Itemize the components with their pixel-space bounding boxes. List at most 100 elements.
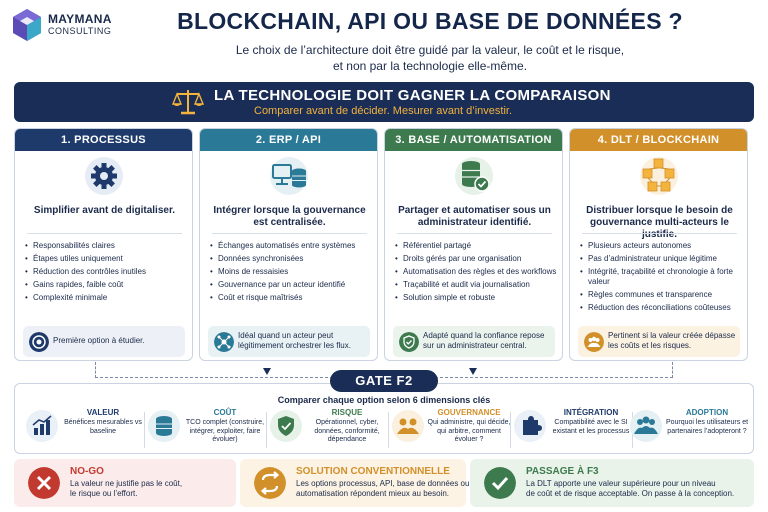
card-lead: Simplifier avant de digitaliser. <box>33 205 176 216</box>
card-list: Échanges automatisés entre systèmes Donn… <box>210 241 375 306</box>
principle-banner: LA TECHNOLOGIE DOIT GAGNER LA COMPARAISO… <box>14 82 754 122</box>
arrow-down-icon <box>263 368 271 375</box>
card-note: Pertinent si la valeur créée dépasse les… <box>578 326 740 357</box>
dimension-cout: COÛT TCO complet (construire, intégrer, … <box>146 408 268 452</box>
note-text: Adapté quand la confiance repose sur un … <box>423 331 545 350</box>
card-header: 2. ERP / API <box>200 129 377 151</box>
banner-title: LA TECHNOLOGIE DOIT GAGNER LA COMPARAISO… <box>214 87 611 104</box>
list-item: Complexité minimale <box>25 293 190 303</box>
list-item: Plusieurs acteurs autonomes <box>580 241 745 251</box>
card-note: Idéal quand un acteur peut légitimement … <box>208 326 370 357</box>
list-item: Étapes utiles uniquement <box>25 254 190 264</box>
dimension-text: Bénéfices mesurables vs baseline <box>64 419 142 435</box>
dimension-risque: RISQUE Opérationnel, cyber, données, con… <box>268 408 390 452</box>
dimension-text: Compatibilité avec le SI existant et les… <box>552 419 630 435</box>
database-icon <box>455 157 493 195</box>
list-item: Solution simple et robuste <box>395 293 560 303</box>
card-base-automatisation: 3. BASE / AUTOMATISATION Partager et aut… <box>384 128 563 361</box>
network-icon <box>214 332 234 352</box>
dimension-separator <box>266 412 267 448</box>
decision-title: SOLUTION CONVENTIONNELLE <box>296 466 450 477</box>
list-item: Intégrité, traçabilité et chronologie à … <box>580 267 745 287</box>
decision-text: La valeur ne justifie pas le coût, le ri… <box>70 479 182 499</box>
card-lead: Distribuer lorsque le besoin de gouverna… <box>586 205 733 240</box>
dimension-integration: INTÉGRATION Compatibilité avec le SI exi… <box>512 408 634 452</box>
dimension-adoption: ADOPTION Pourquoi les utilisateurs et pa… <box>628 408 750 452</box>
server-icon <box>270 157 308 195</box>
arrow-down-icon <box>469 368 477 375</box>
dimension-title: INTÉGRATION <box>563 408 619 417</box>
card-divider <box>27 233 182 234</box>
dimension-title: GOUVERNANCE <box>437 408 501 417</box>
note-text: Idéal quand un acteur peut légitimement … <box>238 331 351 350</box>
dimension-text: Pourquoi les utilisateurs et partenaires… <box>665 419 749 435</box>
decision-passage-f3: PASSAGE À F3 La DLT apporte une valeur s… <box>470 459 754 507</box>
check-icon <box>484 467 516 499</box>
decision-no-go: NO-GO La valeur ne justifie pas le coût,… <box>14 459 236 507</box>
decision-text: La DLT apporte une valeur supérieure pou… <box>526 479 734 499</box>
dimension-gouvernance: GOUVERNANCE Qui administre, qui décide, … <box>390 408 512 452</box>
list-item: Pas d’administrateur unique légitime <box>580 254 745 264</box>
list-item: Réduction des réconciliations coûteuses <box>580 303 745 313</box>
list-item: Droits gérés par une organisation <box>395 254 560 264</box>
page-subtitle: Le choix de l’architecture doit être gui… <box>130 42 730 74</box>
banner-subtitle: Comparer avant de décider. Mesurer avant… <box>254 105 513 117</box>
dimension-separator <box>510 412 511 448</box>
list-item: Référentiel partagé <box>395 241 560 251</box>
brand-logo: MAYMANA CONSULTING <box>10 6 130 46</box>
card-header: 4. DLT / BLOCKCHAIN <box>570 129 747 151</box>
card-list: Responsabilités claires Étapes utiles un… <box>25 241 190 306</box>
card-erp-api: 2. ERP / API Intégrer lorsque la gouvern… <box>199 128 378 361</box>
dimension-separator <box>144 412 145 448</box>
note-text: Pertinent si la valeur créée dépasse les… <box>608 331 736 350</box>
dimension-text: Qui administre, qui décide, qui arbitre,… <box>427 419 511 443</box>
shield-check-icon <box>399 332 419 352</box>
decision-line: Les options processus, API, base de donn… <box>296 479 470 488</box>
subtitle-line-1: Le choix de l’architecture doit être gui… <box>235 43 625 57</box>
list-item: Responsabilités claires <box>25 241 190 251</box>
brand-sub: CONSULTING <box>48 26 112 36</box>
list-item: Gains rapides, faible coût <box>25 280 190 290</box>
note-text: Première option à étudier. <box>53 336 145 345</box>
shield-icon <box>270 410 302 442</box>
card-lead: Intégrer lorsque la gouvernance est cent… <box>213 205 366 228</box>
card-dlt-blockchain: 4. DLT / BLOCKCHAIN Distribuer lorsque l… <box>569 128 748 361</box>
card-note: Première option à étudier. <box>23 326 185 357</box>
coins-icon <box>148 410 180 442</box>
card-header: 3. BASE / AUTOMATISATION <box>385 129 562 151</box>
card-lead: Partager et automatiser sous un administ… <box>398 205 551 228</box>
card-note: Adapté quand la confiance repose sur un … <box>393 326 555 357</box>
decision-line: La DLT apporte une valeur supérieure pou… <box>526 479 716 488</box>
chart-icon <box>26 410 58 442</box>
decision-line: de coût et de risque acceptable. On pass… <box>526 489 735 498</box>
blocks-icon <box>640 157 678 195</box>
scales-icon <box>172 90 204 115</box>
card-list: Plusieurs acteurs autonomes Pas d’admini… <box>580 241 745 316</box>
subtitle-line-2: et non par la technologie elle-même. <box>332 59 528 73</box>
decision-title: NO-GO <box>70 466 104 477</box>
gate-label: GATE F2 <box>330 370 438 392</box>
list-item: Coût et risque maîtrisés <box>210 293 375 303</box>
list-item: Règles communes et transparence <box>580 290 745 300</box>
target-icon <box>29 332 49 352</box>
card-processus: 1. PROCESSUS Simplifier avant de digital… <box>14 128 193 361</box>
list-item: Gouvernance par un acteur identifié <box>210 280 375 290</box>
dimension-separator <box>388 412 389 448</box>
puzzle-icon <box>514 410 546 442</box>
card-divider <box>212 233 367 234</box>
list-item: Échanges automatisés entre systèmes <box>210 241 375 251</box>
gate-caption: Comparer chaque option selon 6 dimension… <box>277 395 491 405</box>
dimension-text: TCO complet (construire, intégrer, explo… <box>185 419 265 443</box>
brand-hexagon-icon <box>13 9 41 41</box>
card-list: Référentiel partagé Droits gérés par une… <box>395 241 560 306</box>
dimension-title: RISQUE <box>331 408 363 417</box>
dimension-title: VALEUR <box>86 408 120 417</box>
group-icon <box>630 410 662 442</box>
brand-name: MAYMANA <box>48 12 112 26</box>
card-divider <box>582 233 737 234</box>
decision-text: Les options processus, API, base de donn… <box>296 479 469 499</box>
list-item: Données synchronisées <box>210 254 375 264</box>
card-divider <box>397 233 552 234</box>
dimension-title: ADOPTION <box>685 408 729 417</box>
list-item: Réduction des contrôles inutiles <box>25 267 190 277</box>
